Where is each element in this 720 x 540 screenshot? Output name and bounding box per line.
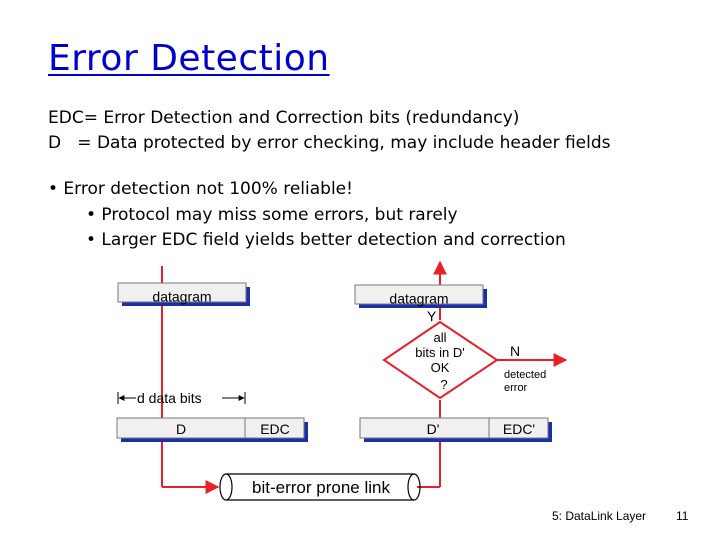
sender-d-label: D (176, 421, 186, 437)
sender-frame-box: D EDC (116, 417, 308, 442)
detected-error-label-2: error (504, 382, 528, 394)
detected-error-label-1: detected (504, 369, 546, 381)
slide-title: Error Detection (48, 38, 330, 79)
sender-edc-label: EDC (260, 421, 290, 437)
sender-datagram-box: datagram (117, 282, 250, 306)
edc-definition: EDC= Error Detection and Correction bits… (48, 108, 520, 128)
receiver-edc-label: EDC' (503, 421, 535, 437)
bullet-sub-2: • Larger EDC field yields better detecti… (86, 230, 566, 250)
receiver-d-label: D' (427, 421, 440, 437)
decision-text-4: ? (440, 377, 447, 392)
link-label: bit-error prone link (252, 478, 390, 497)
d-definition: D = Data protected by error checking, ma… (48, 133, 611, 153)
d-data-bits-label: d data bits (137, 390, 202, 406)
yes-label: Y (427, 308, 437, 324)
decision-text-2: bits in D' (415, 345, 464, 360)
bullet-sub-1: • Protocol may miss some errors, but rar… (86, 205, 458, 225)
footer-page-number: 11 (676, 509, 689, 523)
bullet-main: • Error detection not 100% reliable! (48, 179, 353, 199)
receiver-frame-box: D' EDC' (359, 417, 552, 442)
sender-datagram-label: datagram (152, 289, 211, 305)
decision-diamond: all bits in D' OK ? (382, 320, 499, 400)
receiver-datagram-label: datagram (389, 291, 448, 307)
decision-text-3: OK (431, 360, 450, 375)
receiver-datagram-box: datagram (354, 284, 487, 308)
no-label: N (510, 343, 520, 359)
bit-error-link-cylinder: bit-error prone link (219, 473, 421, 501)
decision-text-1: all (433, 330, 446, 345)
footer-chapter: 5: DataLink Layer (552, 509, 647, 523)
d-data-bits-dimension: d data bits (117, 390, 246, 406)
